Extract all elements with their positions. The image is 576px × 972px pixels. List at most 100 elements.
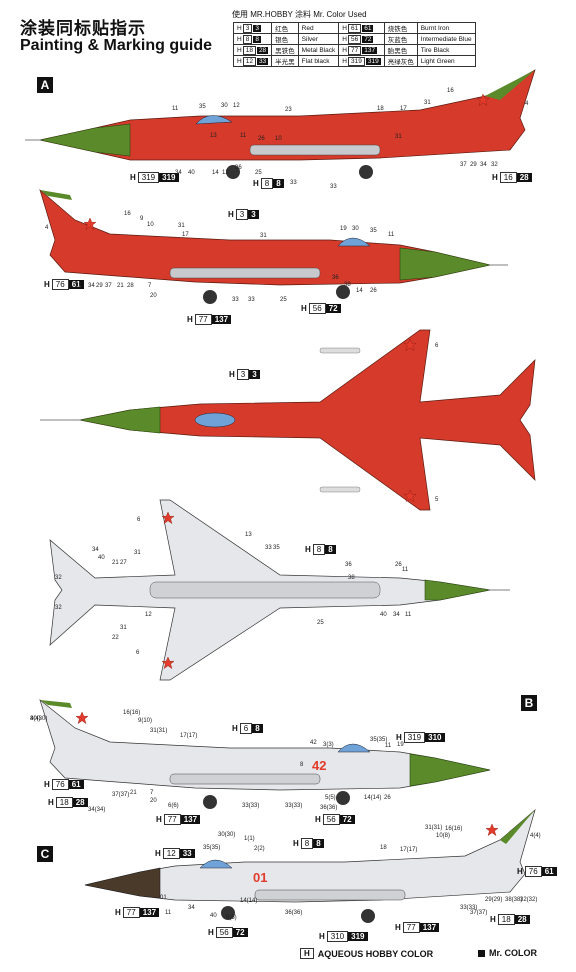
part-number-label: 32 xyxy=(55,575,62,581)
part-number-label: 37(37) xyxy=(470,910,488,916)
part-number-label: 40 xyxy=(188,170,195,176)
part-number-label: 6 xyxy=(137,517,141,523)
part-number-label: 38 xyxy=(344,282,351,288)
part-number-label: 30(30) xyxy=(218,832,236,838)
section-b-label: B xyxy=(521,695,537,711)
part-number-label: 33(33) xyxy=(460,905,478,911)
part-number-label: 25 xyxy=(317,620,324,626)
aircraft-a-right-side xyxy=(39,188,508,304)
part-number-label: 5 xyxy=(435,497,439,503)
part-number-label: 4 xyxy=(525,101,529,107)
part-number-label: 4(4) xyxy=(530,833,541,839)
aircraft-a-underside-view xyxy=(49,499,510,681)
part-number-label: 34 xyxy=(480,162,487,168)
part-number-label: 22 xyxy=(112,635,119,641)
part-number-label: 25 xyxy=(280,297,287,303)
part-number-label: 26 xyxy=(384,795,391,801)
part-number-label: 32 xyxy=(75,283,82,289)
part-number-label: 9 xyxy=(140,216,144,222)
aircraft-number-c: 01 xyxy=(253,870,268,885)
part-number-label: 33 xyxy=(232,297,239,303)
part-number-label: 33(33) xyxy=(242,803,260,809)
part-number-label: 12 xyxy=(145,612,152,618)
footer-aqueous: H AQUEOUS HOBBY COLOR xyxy=(300,948,433,959)
part-number-label: 11 xyxy=(240,133,247,139)
part-number-label: 29 xyxy=(470,162,477,168)
part-number-label: 31(31) xyxy=(425,825,443,831)
part-number-label: 28 xyxy=(127,283,134,289)
part-number-label: 7 xyxy=(148,283,152,289)
part-number-label: 34 xyxy=(188,905,195,911)
part-number-label: 16 xyxy=(447,88,454,94)
part-number-label: 31 xyxy=(120,625,127,631)
part-number-label: 36(36) xyxy=(285,910,303,916)
part-number-label: 31(31) xyxy=(150,728,168,734)
part-number-label: 36(36) xyxy=(320,805,338,811)
part-number-label: 37(37) xyxy=(112,792,130,798)
title-chinese: 涂装同标贴指示 xyxy=(20,19,146,38)
part-number-label: 19 xyxy=(397,742,404,748)
part-number-label: 42 xyxy=(310,740,317,746)
part-number-label: 21 xyxy=(112,560,119,566)
part-number-label: 19 xyxy=(340,226,347,232)
part-number-label: 37 xyxy=(105,283,112,289)
part-number-label: 33 xyxy=(330,184,337,190)
part-number-label: 4(4) xyxy=(30,716,41,722)
part-number-label: 14(14) xyxy=(364,795,382,801)
part-number-label: 30 xyxy=(221,103,228,109)
part-number-label: 38 xyxy=(348,575,355,581)
aqueous-code-box: H xyxy=(300,948,314,959)
part-number-label: 17(17) xyxy=(180,733,198,739)
part-number-label: 34 xyxy=(175,170,182,176)
part-number-label: 35(35) xyxy=(203,845,221,851)
part-number-label: 36 xyxy=(345,562,352,568)
part-number-label: 17 xyxy=(400,106,407,112)
part-number-label: 34 xyxy=(393,612,400,618)
part-number-label: 32 xyxy=(55,605,62,611)
part-number-label: 31 xyxy=(134,550,141,556)
legend-name-cn: 半光黑 xyxy=(271,55,299,67)
part-number-label: 35(35) xyxy=(370,737,388,743)
mr-color-swatch xyxy=(478,949,485,957)
part-number-label: 3(3) xyxy=(323,742,334,748)
part-number-label: 14 xyxy=(356,288,363,294)
part-number-label: 12 xyxy=(233,103,240,109)
part-number-label: 11 xyxy=(385,743,392,749)
part-number-label: 2(2) xyxy=(254,846,265,852)
part-number-label: 16(16) xyxy=(123,710,141,716)
part-number-label: 20 xyxy=(150,798,157,804)
part-number-label: 33(33) xyxy=(285,803,303,809)
aqueous-label: AQUEOUS HOBBY COLOR xyxy=(317,948,434,959)
part-number-label: 6 xyxy=(136,650,140,656)
part-number-label: 35 xyxy=(199,104,206,110)
part-number-label: 8 xyxy=(300,762,304,768)
part-number-label: 14 xyxy=(212,170,219,176)
part-number-label: 32 xyxy=(491,162,498,168)
part-number-label: 37 xyxy=(460,162,467,168)
part-number-label: 30 xyxy=(352,226,359,232)
part-number-label: 17(17) xyxy=(400,847,418,853)
aircraft-number-b: 42 xyxy=(312,758,327,773)
part-number-label: 18 xyxy=(380,845,387,851)
